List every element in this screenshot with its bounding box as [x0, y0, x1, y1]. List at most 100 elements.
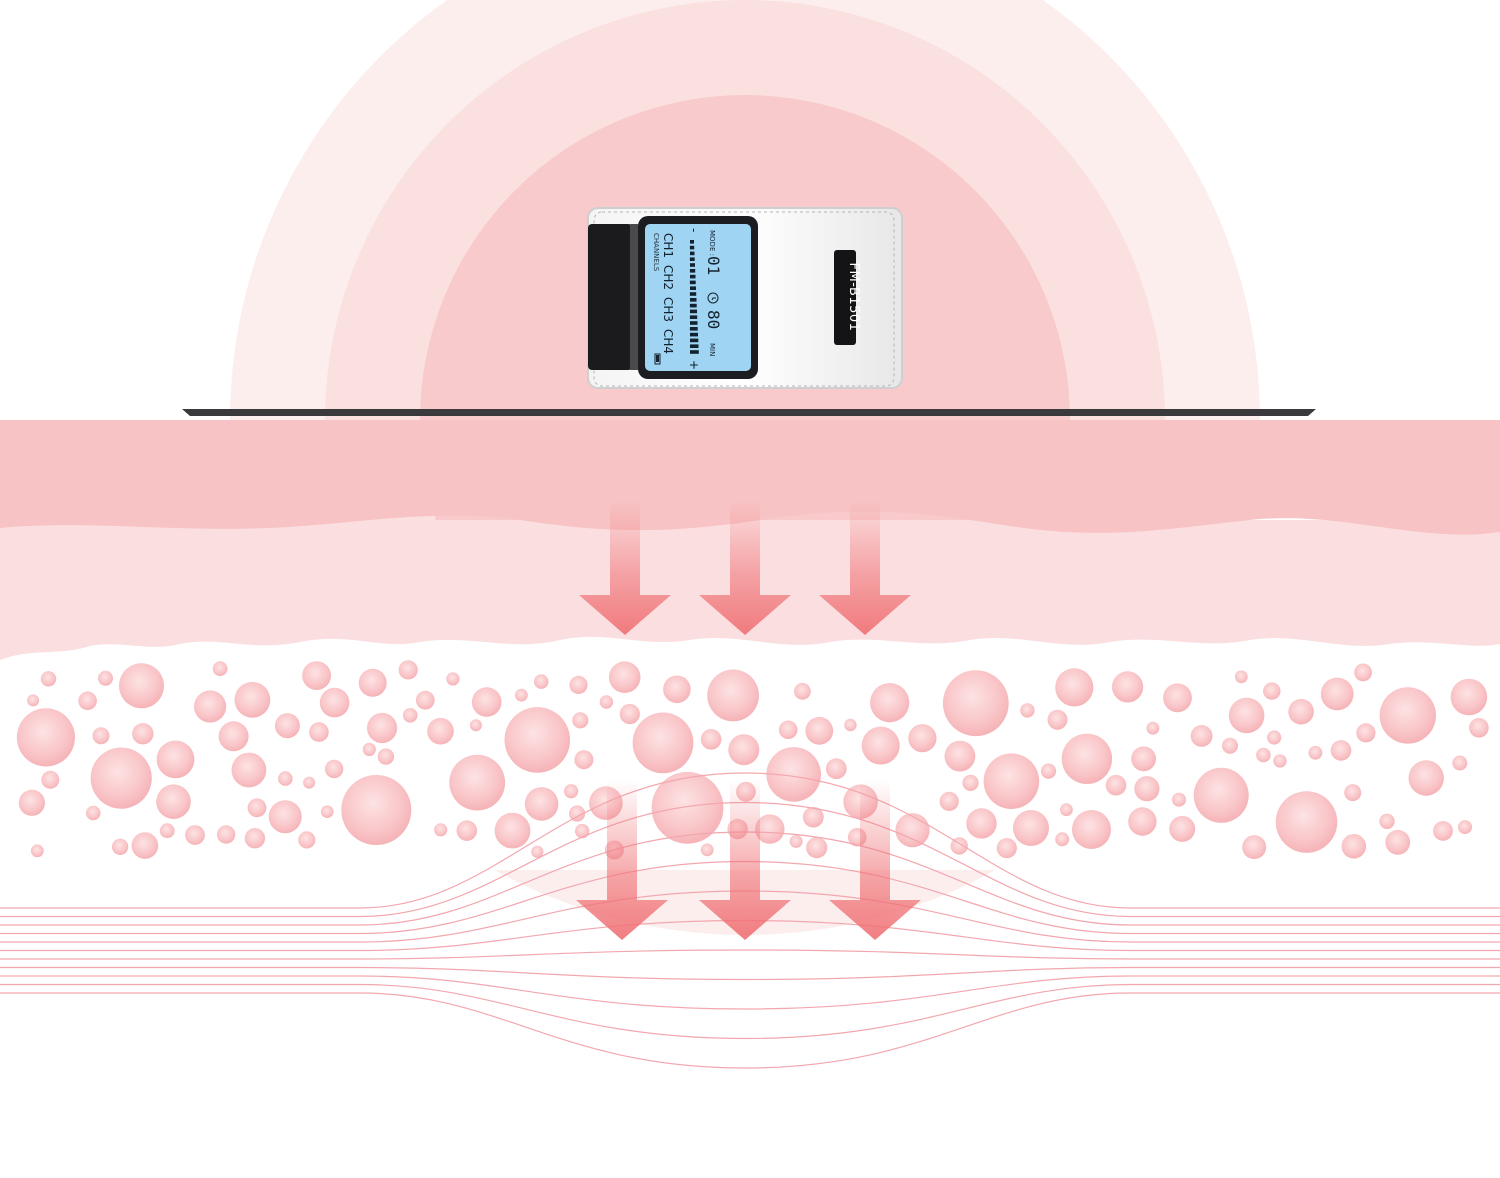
fat-cell	[755, 814, 785, 844]
fat-cell	[156, 784, 191, 819]
lcd-intensity-bar	[690, 332, 698, 337]
fat-cell	[870, 683, 910, 723]
fat-cell	[1105, 774, 1127, 796]
fat-cell	[1263, 682, 1281, 700]
fat-cell	[358, 668, 387, 697]
fat-cell	[1040, 763, 1057, 779]
fat-cell	[1379, 687, 1437, 744]
fat-cell	[531, 845, 544, 858]
fat-cell	[1275, 791, 1338, 853]
fat-cell	[575, 823, 590, 839]
lcd-channel-1: CH1	[661, 233, 675, 258]
fat-cell	[524, 787, 559, 821]
arrow-down-icon	[699, 500, 791, 635]
fat-cell	[1308, 745, 1323, 760]
arrow-down-icon	[699, 780, 791, 940]
fat-cell	[939, 791, 959, 812]
fat-cell	[766, 747, 821, 802]
fat-cell	[895, 813, 930, 848]
fat-cell	[574, 750, 594, 770]
fat-cell	[1341, 834, 1367, 859]
fat-cell	[18, 789, 45, 816]
fat-cell	[599, 695, 614, 709]
fat-cell	[1458, 820, 1472, 835]
fat-cell	[231, 752, 267, 788]
fat-cell	[944, 740, 976, 772]
fat-cell	[802, 806, 824, 828]
lcd-intensity-bar	[689, 315, 698, 319]
fat-cell	[244, 828, 266, 849]
clock-icon	[707, 292, 719, 304]
lcd-timer-value: 80	[704, 310, 723, 329]
fat-cell	[1072, 810, 1111, 849]
fat-cell	[456, 820, 478, 841]
fat-cell	[1267, 730, 1282, 745]
fat-cell	[1172, 792, 1186, 807]
fat-cell	[402, 708, 418, 723]
lcd-intensity-bar	[689, 245, 695, 250]
fat-cell	[1273, 754, 1287, 768]
fat-cell	[569, 805, 586, 822]
fat-cell	[515, 688, 528, 702]
fat-cell	[789, 834, 803, 848]
fat-cell	[156, 740, 195, 779]
fat-cell	[1379, 813, 1395, 829]
fat-cell	[794, 682, 811, 700]
device-clip	[588, 224, 632, 370]
fat-cell	[983, 753, 1040, 809]
fat-cell	[572, 712, 589, 729]
fat-cell	[362, 742, 376, 757]
fat-cell	[1013, 810, 1049, 846]
fat-cells	[16, 660, 1489, 860]
lcd-channel-2: CH2	[661, 265, 675, 290]
fat-cell	[1256, 747, 1271, 763]
fat-cell	[446, 672, 460, 686]
battery-icon	[654, 353, 661, 365]
fat-cell	[700, 843, 714, 857]
fat-cell	[1128, 807, 1157, 836]
fat-cell	[942, 670, 1009, 737]
fat-cell	[1193, 767, 1249, 823]
lcd-screen	[645, 224, 751, 371]
fat-cell	[218, 721, 249, 752]
fat-cell	[367, 712, 398, 744]
device-clip-edge	[630, 224, 638, 370]
fat-cell	[92, 727, 110, 745]
fat-cell	[1047, 709, 1068, 730]
lcd-minus-sign: -	[687, 228, 701, 232]
lcd-intensity-bar	[690, 263, 695, 267]
fat-cell	[319, 687, 350, 718]
muscle-fiber	[0, 772, 1500, 909]
lcd-intensity-bar	[690, 274, 696, 279]
fat-cell	[1060, 803, 1073, 817]
arrow-down-icon	[576, 780, 668, 940]
fat-cell	[844, 718, 857, 732]
lcd-intensity-bar	[690, 309, 697, 314]
fat-cell	[216, 825, 236, 844]
fat-cell	[90, 747, 152, 809]
fat-cell	[1190, 725, 1213, 747]
lcd-intensity-bar	[690, 240, 694, 244]
fat-cell	[569, 675, 588, 695]
lcd-intensity-bar	[690, 251, 695, 256]
fat-cell	[469, 719, 482, 732]
lcd-intensity-bar	[689, 303, 697, 308]
electrode-pad	[182, 409, 1316, 416]
fat-cell	[806, 837, 828, 859]
fat-cell	[78, 691, 97, 711]
fat-cell	[1356, 723, 1376, 743]
stimulation-arrows	[576, 500, 921, 940]
lcd-plus-sign: +	[687, 360, 701, 370]
fat-cell	[119, 663, 164, 709]
fat-cell	[131, 832, 159, 859]
fat-cell	[996, 838, 1017, 859]
lcd-intensity-bar	[689, 327, 698, 331]
fat-cell	[16, 708, 75, 767]
lcd-intensity-bar	[690, 344, 699, 349]
fat-cell	[1433, 821, 1453, 841]
fat-cell	[651, 771, 724, 844]
fat-cell	[1450, 678, 1488, 716]
fat-cell	[449, 754, 506, 811]
fat-cell	[1469, 718, 1489, 738]
fat-cell	[950, 837, 968, 855]
